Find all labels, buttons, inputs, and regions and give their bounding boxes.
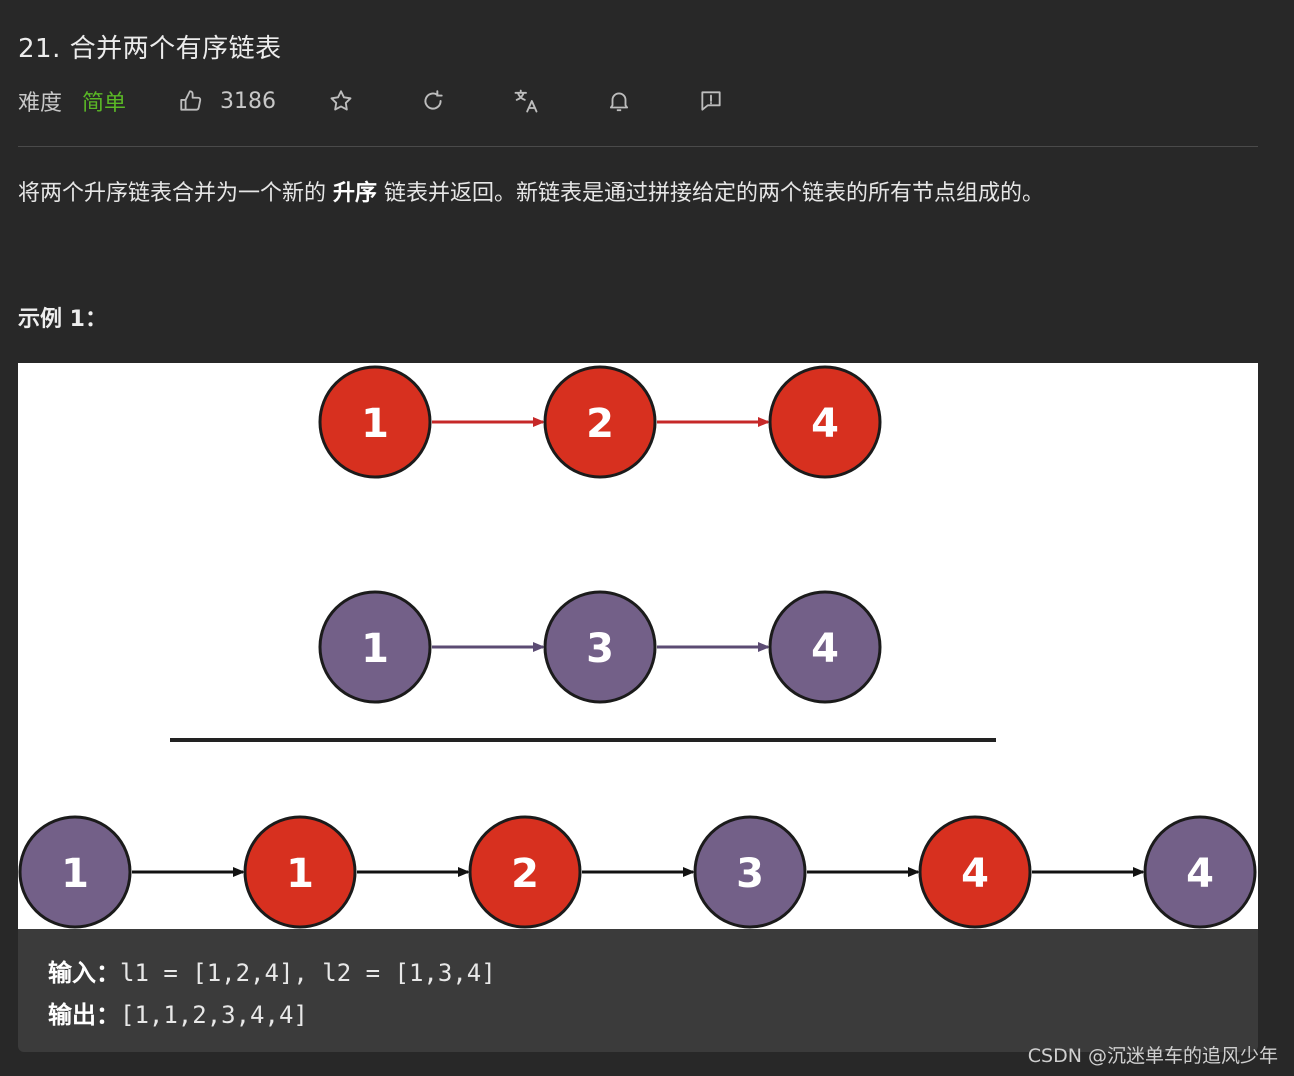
feedback-icon[interactable] xyxy=(698,88,724,114)
merged-node-label: 4 xyxy=(1186,851,1214,897)
csdn-watermark: CSDN @沉迷单车的追风少年 xyxy=(1027,1045,1278,1067)
example-output-line: 输出：[1,1,2,3,4,4] xyxy=(48,995,308,1030)
example-diagram: 1 2 4 1 3 4 1 1 2 3 4 4 xyxy=(18,363,1258,929)
header-divider xyxy=(18,146,1258,147)
list2-node-label: 1 xyxy=(361,626,389,672)
merged-node-label: 2 xyxy=(511,851,539,897)
linked-list-diagram: 1 2 4 1 3 4 1 1 2 3 4 4 xyxy=(18,365,1257,929)
merged-node xyxy=(918,815,1032,929)
list1-node-label: 2 xyxy=(586,401,614,447)
merged-node xyxy=(693,815,807,929)
merged-node xyxy=(468,815,582,929)
translate-icon[interactable] xyxy=(512,87,540,115)
emphasis-ascending: 升序 xyxy=(333,181,378,206)
merged-node xyxy=(243,815,357,929)
example-code-block: 输入：l1 = [1,2,4], l2 = [1,3,4] 输出：[1,1,2,… xyxy=(18,929,1258,1052)
difficulty-label: 难度 xyxy=(18,91,63,116)
output-value: [1,1,2,3,4,4] xyxy=(120,1001,308,1029)
list2-node-label: 3 xyxy=(586,626,614,672)
list1-node xyxy=(768,365,882,479)
bell-icon[interactable] xyxy=(606,88,632,114)
problem-title: 21. 合并两个有序链表 xyxy=(18,34,282,64)
example-heading: 示例 1： xyxy=(18,307,107,332)
list2-node-label: 4 xyxy=(811,626,839,672)
star-icon[interactable] xyxy=(328,88,354,114)
merged-node xyxy=(1143,815,1257,929)
list2-node xyxy=(543,590,657,704)
list1-node xyxy=(318,365,432,479)
example-input-line: 输入：l1 = [1,2,4], l2 = [1,3,4] xyxy=(48,953,496,988)
merged-node-label: 1 xyxy=(61,851,89,897)
list1-node xyxy=(543,365,657,479)
list2-node xyxy=(768,590,882,704)
list2-node xyxy=(318,590,432,704)
like-count: 3186 xyxy=(220,88,277,114)
thumbs-up-icon[interactable] xyxy=(178,88,204,114)
merged-node-label: 1 xyxy=(286,851,314,897)
output-label: 输出： xyxy=(48,1001,120,1029)
refresh-icon[interactable] xyxy=(420,88,446,114)
difficulty-badge: 简单 xyxy=(82,91,127,116)
problem-description: 将两个升序链表合并为一个新的 升序 链表并返回。新链表是通过拼接给定的两个链表的… xyxy=(18,181,1045,206)
input-value: l1 = [1,2,4], l2 = [1,3,4] xyxy=(120,959,496,987)
input-label: 输入： xyxy=(48,959,120,987)
list1-node-label: 4 xyxy=(811,401,839,447)
merged-node-label: 4 xyxy=(961,851,989,897)
merged-node xyxy=(18,815,132,929)
problem-meta-bar: 难度 简单 3186 xyxy=(18,84,724,118)
merged-node-label: 3 xyxy=(736,851,764,897)
list1-node-label: 1 xyxy=(361,401,389,447)
